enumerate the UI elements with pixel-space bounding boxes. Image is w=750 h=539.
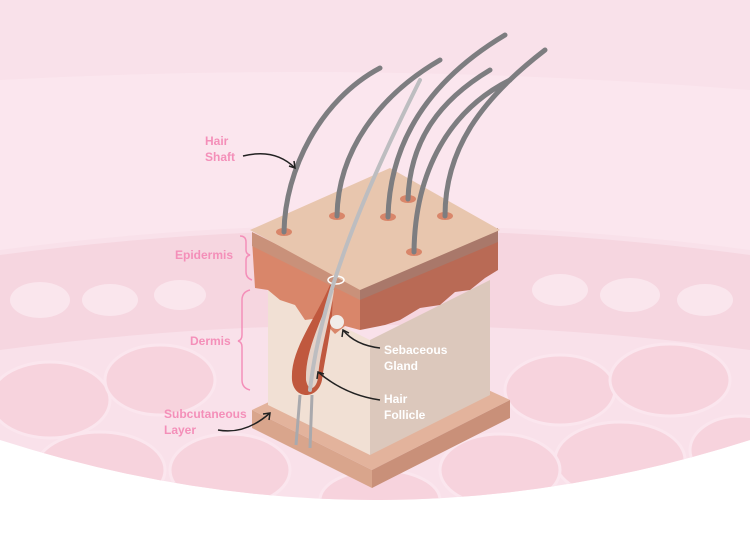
- label-epidermis: Epidermis: [175, 248, 234, 262]
- label-line: Sebaceous: [384, 343, 448, 357]
- label-sebaceous-gland: Sebaceous Gland: [384, 342, 447, 374]
- label-line: Gland: [384, 359, 419, 373]
- sebaceous-gland: [330, 315, 344, 329]
- label-line: Layer: [164, 423, 197, 437]
- label-line: Hair: [205, 134, 229, 148]
- layer-brackets: [237, 235, 253, 391]
- label-dermis: Dermis: [190, 334, 231, 348]
- skin-surface: [250, 168, 500, 290]
- label-subcutaneous: Subcutaneous Layer: [164, 406, 247, 438]
- pointer-arrows: [217, 153, 381, 432]
- hairs: [276, 32, 548, 392]
- label-line: Follicle: [384, 408, 426, 422]
- label-line: Hair: [384, 392, 408, 406]
- fat-cells: [0, 342, 750, 500]
- label-line: Subcutaneous: [164, 407, 247, 421]
- label-hair-shaft: Hair Shaft: [205, 133, 235, 165]
- label-line: Shaft: [205, 150, 235, 164]
- label-hair-follicle: Hair Follicle: [384, 391, 425, 423]
